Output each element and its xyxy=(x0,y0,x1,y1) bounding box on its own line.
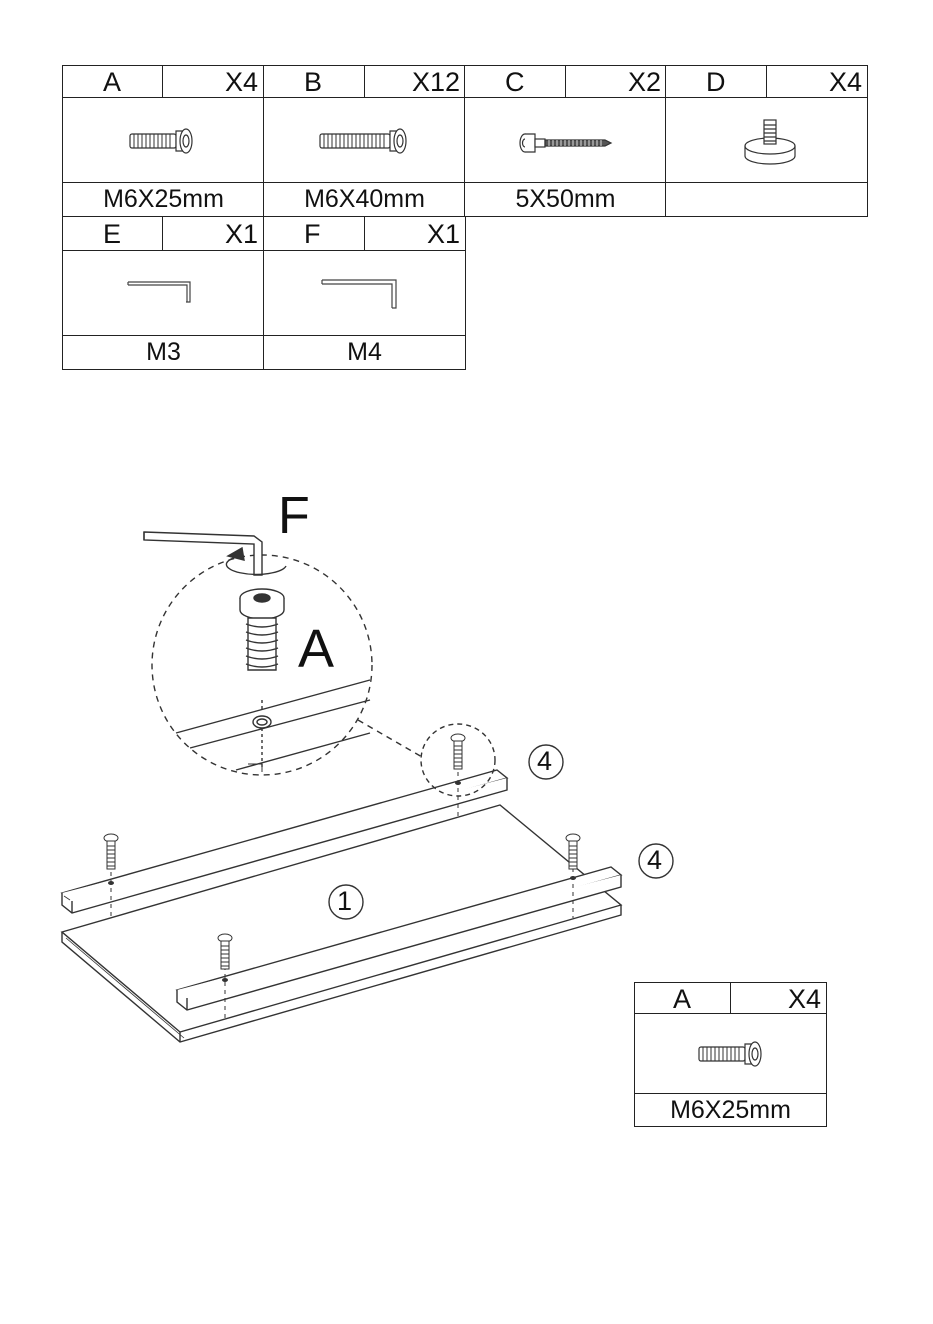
callout-letter: A xyxy=(673,986,691,1013)
callout-letter-cell: A xyxy=(634,982,732,1015)
callout-size: M6X25mm xyxy=(635,1098,826,1123)
rail-number-top: 4 xyxy=(537,748,552,775)
panel-board xyxy=(62,805,621,1042)
panel-number: 1 xyxy=(337,888,352,915)
rail-number-bottom: 4 xyxy=(647,847,662,874)
callout-short-bolt-icon xyxy=(697,1037,767,1071)
allen-key-f-label: F xyxy=(278,490,310,542)
callout-size-cell: M6X25mm xyxy=(634,1093,827,1127)
detail-bolt-a xyxy=(240,589,284,670)
callout-qty-cell: X4 xyxy=(730,982,827,1015)
detail-connector xyxy=(358,720,422,757)
callout-qty: X4 xyxy=(788,986,821,1013)
detail-rail xyxy=(176,680,370,772)
bolt-a-label: A xyxy=(298,622,334,676)
allen-key-f-icon xyxy=(144,532,262,575)
